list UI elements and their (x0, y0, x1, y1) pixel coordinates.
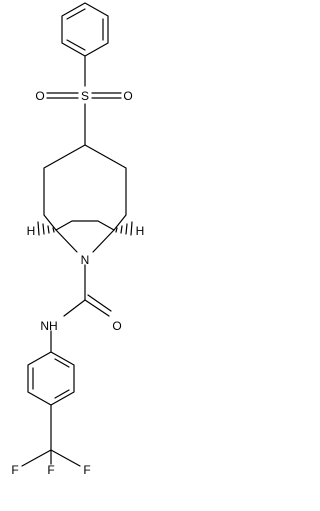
hashed-bond-left-h (37, 221, 55, 236)
bicycle-left-arm (43, 144, 86, 231)
bond-carbonyl-nh (63, 299, 86, 317)
aryl-double-bond (54, 389, 70, 399)
aryl-double-bond (54, 358, 70, 368)
atom-label-o: O (123, 89, 132, 103)
hashed-bond-right-h (115, 221, 133, 236)
phenyl-ring (61, 2, 109, 57)
atom-label-o: O (112, 319, 121, 333)
atom-label-h: H (27, 224, 36, 238)
bond-c-f-right (50, 449, 81, 467)
atom-label-f: F (11, 463, 18, 477)
aryl-ring (27, 351, 75, 406)
phenyl-double-bond (66, 39, 86, 51)
atom-label-h: H (136, 224, 145, 238)
atom-label-n: N (81, 253, 90, 267)
atom-label-o: O (35, 89, 44, 103)
bond-carbonyl-o (87, 294, 112, 312)
bond-c5-n (92, 229, 115, 253)
atom-label-s: S (81, 89, 89, 103)
chemical-structure: O S O H H N NH O F F F (11, 2, 145, 477)
atom-label-f: F (83, 463, 90, 477)
bicycle-right-arm (84, 144, 127, 231)
bond-c-f-left (21, 449, 52, 467)
phenyl-double-bond (66, 8, 86, 20)
bond-c1-n (55, 229, 78, 253)
bond-carbonyl-o (84, 299, 110, 317)
atom-label-f: F (47, 463, 54, 477)
bicycle-ethano-bridge (55, 220, 115, 231)
atom-label-nh: NH (40, 319, 57, 333)
